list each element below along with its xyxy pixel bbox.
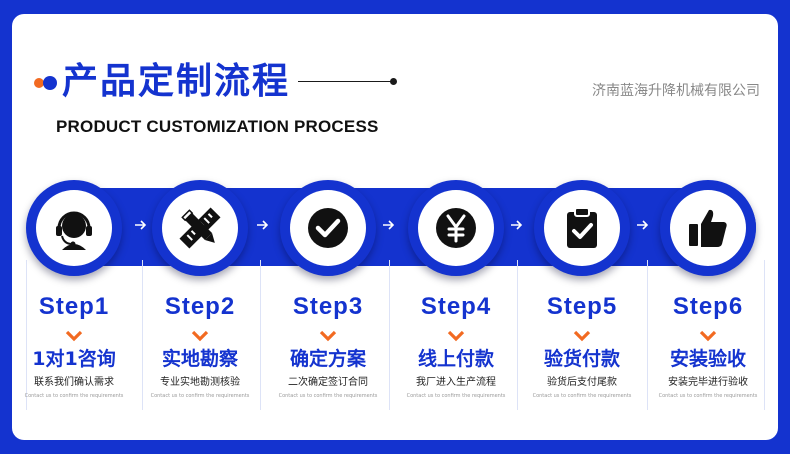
page-title: 产品定制流程 [62, 61, 291, 102]
title-divider-dot [390, 78, 397, 85]
step-3-subtitle: 二次确定签订合同 [288, 377, 368, 388]
step-5-subtitle: 验货后支付尾款 [547, 377, 617, 388]
step-1-note: Contact us to confirm the requirements [24, 393, 124, 399]
step-6-subtitle: 安装完毕进行验收 [668, 377, 748, 388]
clipboard-check-icon [567, 207, 597, 248]
step-6-label: Step6 [672, 293, 744, 320]
column-divider [764, 260, 765, 410]
company-name: 济南蓝海升降机械有限公司 [592, 83, 760, 99]
column-divider [142, 260, 143, 410]
headset-icon [56, 211, 92, 250]
page-subtitle: PRODUCT CUSTOMIZATION PROCESS [56, 117, 379, 136]
thumbs-up-icon [689, 209, 727, 247]
step-4-subtitle: 我厂进入生产流程 [416, 377, 496, 388]
chevron-down-icon [573, 330, 591, 342]
chevron-down-icon [65, 330, 83, 342]
chevron-down-icon [191, 330, 209, 342]
chevron-down-icon [699, 330, 717, 342]
step-2-badge [152, 180, 248, 276]
step-3-title: 确定方案 [289, 348, 366, 370]
step-1-label: Step1 [38, 293, 110, 320]
column-divider [260, 260, 261, 410]
step-5-note: Contact us to confirm the requirements [532, 393, 632, 399]
title-dots-icon [34, 76, 60, 90]
arrow-right-icon [637, 220, 649, 230]
step-2-title: 实地勘察 [161, 348, 238, 370]
column-divider [647, 260, 648, 410]
check-circle-icon [308, 208, 348, 248]
chevron-down-icon [319, 330, 337, 342]
step-6-title: 安装验收 [669, 348, 746, 370]
step-5-label: Step5 [546, 293, 618, 320]
step-5-title: 验货付款 [543, 348, 620, 370]
arrow-right-icon [511, 220, 523, 230]
step-4-title: 线上付款 [417, 348, 494, 370]
step-3-badge [280, 180, 376, 276]
step-2-subtitle: 专业实地勘测核验 [160, 377, 240, 388]
step-2-label: Step2 [164, 293, 236, 320]
title-divider [298, 81, 392, 82]
step-3-note: Contact us to confirm the requirements [278, 393, 378, 399]
step-6-note: Contact us to confirm the requirements [658, 393, 758, 399]
step-4-note: Contact us to confirm the requirements [406, 393, 506, 399]
step-2-note: Contact us to confirm the requirements [150, 393, 250, 399]
step-1-title: 1对1咨询 [32, 348, 116, 370]
yen-coin-icon [436, 208, 476, 248]
chevron-down-icon [447, 330, 465, 342]
step-4-badge [408, 180, 504, 276]
step-3-label: Step3 [292, 293, 364, 320]
arrow-right-icon [383, 220, 395, 230]
step-4-label: Step4 [420, 293, 492, 320]
step-1-badge [26, 180, 122, 276]
arrow-right-icon [135, 220, 147, 230]
step-5-badge [534, 180, 630, 276]
process-card: 产品定制流程 PRODUCT CUSTOMIZATION PROCESS 济南蓝… [12, 14, 778, 440]
step-6-badge [660, 180, 756, 276]
arrow-right-icon [257, 220, 269, 230]
step-1-subtitle: 联系我们确认需求 [34, 377, 114, 388]
column-divider [517, 260, 518, 410]
column-divider [389, 260, 390, 410]
column-divider [26, 260, 27, 410]
pencil-ruler-icon [179, 207, 221, 249]
